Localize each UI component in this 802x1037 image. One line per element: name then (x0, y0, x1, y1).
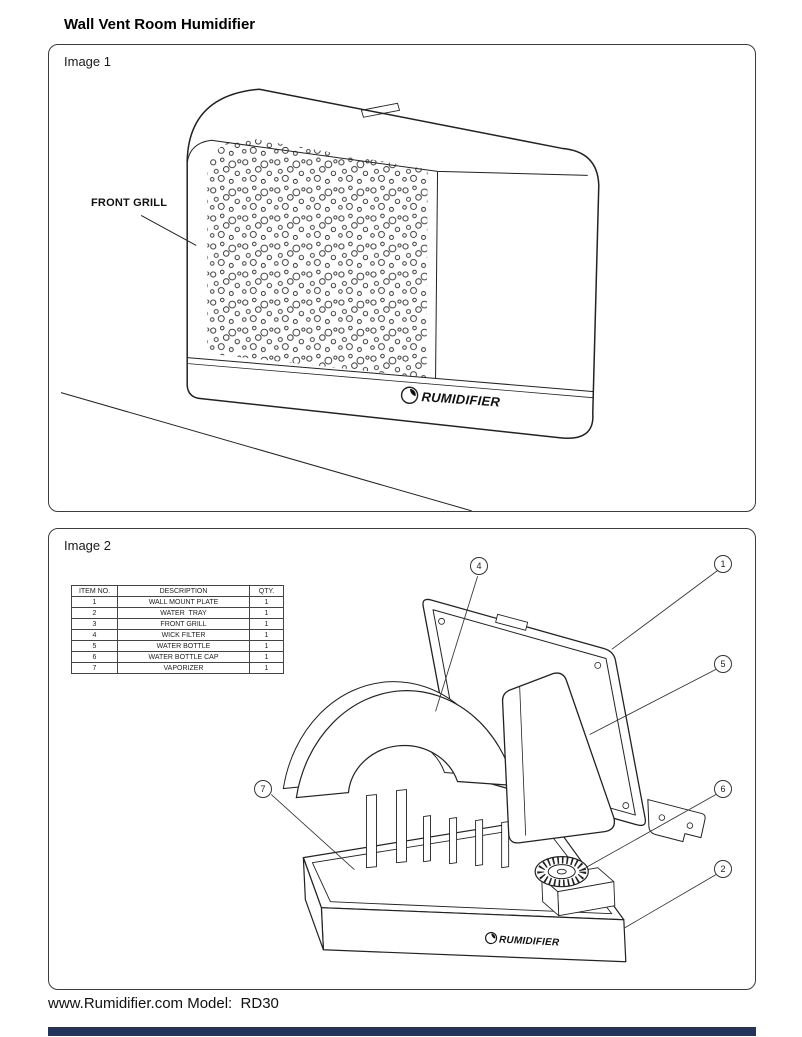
mount-hook-bracket (647, 799, 706, 843)
parts-table-row: 7 VAPORIZER 1 (71, 662, 284, 674)
col-header-description: DESCRIPTION (117, 585, 250, 597)
tray-fins (365, 789, 510, 869)
callout-2: 2 (714, 860, 732, 878)
cell-qty: 1 (249, 651, 284, 663)
parts-table-header-row: ITEM NO. DESCRIPTION QTY. (71, 585, 284, 597)
wall-edge-line (60, 392, 472, 511)
exploded-view-drawing: RUMIDIFIER (271, 569, 719, 963)
callout-leader-lines (271, 569, 719, 929)
cell-description: WALL MOUNT PLATE (117, 596, 250, 608)
col-header-item-no: ITEM NO. (71, 585, 118, 597)
brand-text: RUMIDIFIER (421, 389, 501, 409)
parts-table-row: 6 WATER BOTTLE CAP 1 (71, 651, 284, 663)
tray-brand-logo: RUMIDIFIER (485, 931, 560, 949)
cell-item-no: 4 (71, 629, 118, 641)
callout-6: 6 (714, 780, 732, 798)
image1-panel: Image 1 FRONT GRILL (48, 44, 756, 512)
cell-description: WATER BOTTLE CAP (117, 651, 250, 663)
humidifier-isometric-drawing: RUMIDIFIER (60, 88, 600, 511)
image2-label: Image 2 (64, 538, 111, 553)
image1-label: Image 1 (64, 54, 111, 69)
brand-swirl-inner (410, 388, 416, 397)
parts-table-row: 2 WATER TRAY 1 (71, 607, 284, 619)
tray-rim-inner (311, 825, 613, 915)
cell-qty: 1 (249, 596, 284, 608)
tray-brand-text: RUMIDIFIER (499, 934, 560, 948)
top-face-edge (186, 139, 588, 176)
callout-4: 4 (470, 557, 488, 575)
water-bottle (501, 672, 616, 844)
cell-item-no: 1 (71, 596, 118, 608)
callout-7: 7 (254, 780, 272, 798)
cell-qty: 1 (249, 629, 284, 641)
footer-text: www.Rumidifier.com Model: RD30 (48, 995, 279, 1012)
parts-table-row: 1 WALL MOUNT PLATE 1 (71, 596, 284, 608)
grill-perforations (207, 137, 428, 378)
cell-description: WATER TRAY (117, 607, 250, 619)
parts-table-row: 4 WICK FILTER 1 (71, 629, 284, 641)
cell-qty: 1 (249, 618, 284, 630)
cell-qty: 1 (249, 662, 284, 674)
cell-description: VAPORIZER (117, 662, 250, 674)
parts-table-row: 5 WATER BOTTLE 1 (71, 640, 284, 652)
cell-description: WATER BOTTLE (117, 640, 250, 652)
plate-top-tab (495, 613, 529, 631)
brand-swirl-icon (400, 386, 419, 404)
top-slot (360, 102, 401, 118)
grill-side-divider (435, 171, 439, 379)
callout-1: 1 (714, 555, 732, 573)
callout-5: 5 (714, 655, 732, 673)
cell-description: WICK FILTER (117, 629, 250, 641)
cell-item-no: 7 (71, 662, 118, 674)
cell-qty: 1 (249, 640, 284, 652)
water-bottle-cap (534, 856, 589, 888)
base-seam-lower (188, 363, 593, 399)
tray-left-face (302, 857, 324, 951)
cell-item-no: 3 (71, 618, 118, 630)
cell-item-no: 6 (71, 651, 118, 663)
page-title: Wall Vent Room Humidifier (64, 16, 256, 33)
base-seam-upper (187, 357, 594, 393)
brand-logo: RUMIDIFIER (400, 386, 501, 410)
cell-item-no: 2 (71, 607, 118, 619)
cell-item-no: 5 (71, 640, 118, 652)
cell-description: FRONT GRILL (117, 618, 250, 630)
humidifier-body (186, 88, 600, 439)
wick-filter (295, 690, 516, 799)
cell-qty: 1 (249, 607, 284, 619)
front-grill-annotation: FRONT GRILL (91, 197, 168, 209)
front-grill-leader-line (140, 214, 197, 246)
water-tray: RUMIDIFIER (302, 789, 627, 963)
footer-bar (48, 1027, 756, 1036)
col-header-qty: QTY. (249, 585, 284, 597)
parts-table-row: 3 FRONT GRILL 1 (71, 618, 284, 630)
parts-table: ITEM NO. DESCRIPTION QTY. 1 WALL MOUNT P… (71, 585, 284, 674)
image2-panel: Image 2 ITEM NO. DESCRIPTION QTY. 1 WALL… (48, 528, 756, 990)
